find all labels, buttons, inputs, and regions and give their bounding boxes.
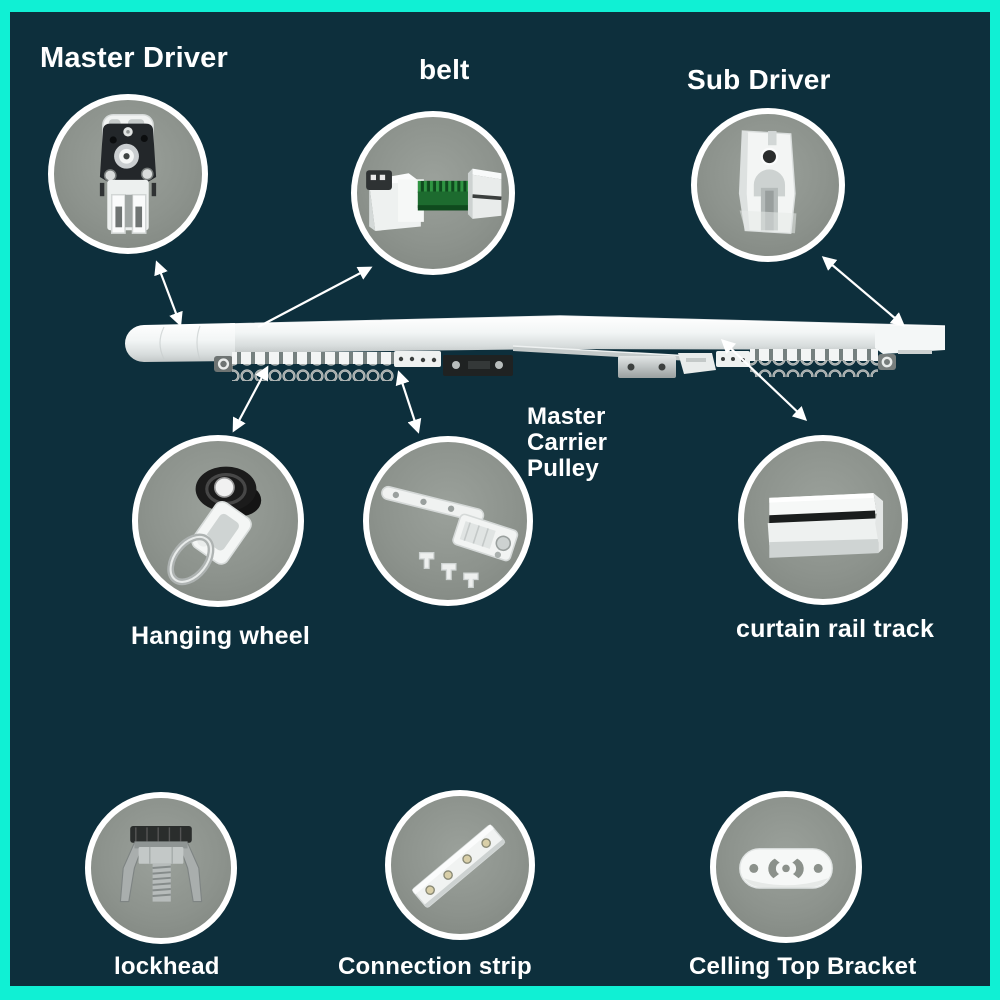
arrow-curtain-rail-track — [720, 339, 808, 421]
rail-right-hooks — [750, 360, 878, 377]
curtain-rail-track-circle — [738, 435, 908, 605]
hanging-wheel-circle — [132, 435, 304, 607]
belt-label: belt — [419, 54, 470, 85]
rail-belt-strip — [394, 351, 441, 367]
master-driver-circle — [48, 94, 208, 254]
rail-clip — [678, 353, 716, 374]
rail-main-bar — [230, 316, 945, 353]
sub-driver-photo — [738, 130, 797, 235]
lockhead-circle — [85, 792, 237, 944]
master-carrier-pulley-label: Master Carrier Pulley — [527, 403, 608, 482]
belt-circle — [351, 111, 515, 275]
rail-left-hooks — [232, 364, 394, 381]
arrow-hanging-wheel — [232, 365, 269, 433]
rail-right-gliders — [750, 349, 878, 361]
curtain-rail-assembly-photo — [125, 315, 946, 381]
arrow-master-carrier-pulley — [395, 370, 422, 434]
rail-left-gliders — [232, 352, 394, 364]
celling-top-bracket-circle — [710, 791, 862, 943]
rail-motor-bracket — [443, 355, 513, 376]
lockhead-label: lockhead — [114, 953, 220, 980]
arrow-belt — [257, 266, 373, 328]
lockhead-photo — [119, 826, 203, 903]
curtain-rail-track-label: curtain rail track — [736, 615, 935, 643]
connection-strip-label: Connection strip — [338, 953, 532, 980]
rail-left-cap — [125, 323, 235, 362]
rail-right-end-stop — [878, 354, 896, 370]
curtain-rail-track-photo — [767, 493, 884, 558]
master-driver-label: Master Driver — [40, 42, 228, 74]
rail-carrier-arm — [513, 346, 708, 362]
master-driver-photo — [99, 114, 157, 234]
sub-driver-circle — [691, 108, 845, 262]
connection-strip-photo — [412, 824, 506, 908]
rail-left-end-stop — [214, 356, 233, 372]
hanging-wheel-label: Hanging wheel — [131, 622, 311, 650]
diagram-background: Master Driver belt Sub Driver Master Car… — [10, 12, 990, 986]
arrow-sub-driver — [821, 256, 906, 327]
sub-driver-label: Sub Driver — [687, 64, 831, 95]
belt-photo — [366, 168, 502, 231]
rail-silver-bracket — [618, 356, 676, 378]
master-carrier-pulley-photo — [381, 485, 519, 588]
hanging-wheel-photo — [167, 466, 262, 586]
rail-right-cap — [875, 325, 945, 354]
celling-top-bracket-photo — [739, 848, 833, 889]
celling-top-bracket-label: Celling Top Bracket — [689, 953, 917, 980]
arrow-master-driver — [154, 260, 183, 327]
master-carrier-pulley-circle — [363, 436, 533, 606]
connection-strip-circle — [385, 790, 535, 940]
